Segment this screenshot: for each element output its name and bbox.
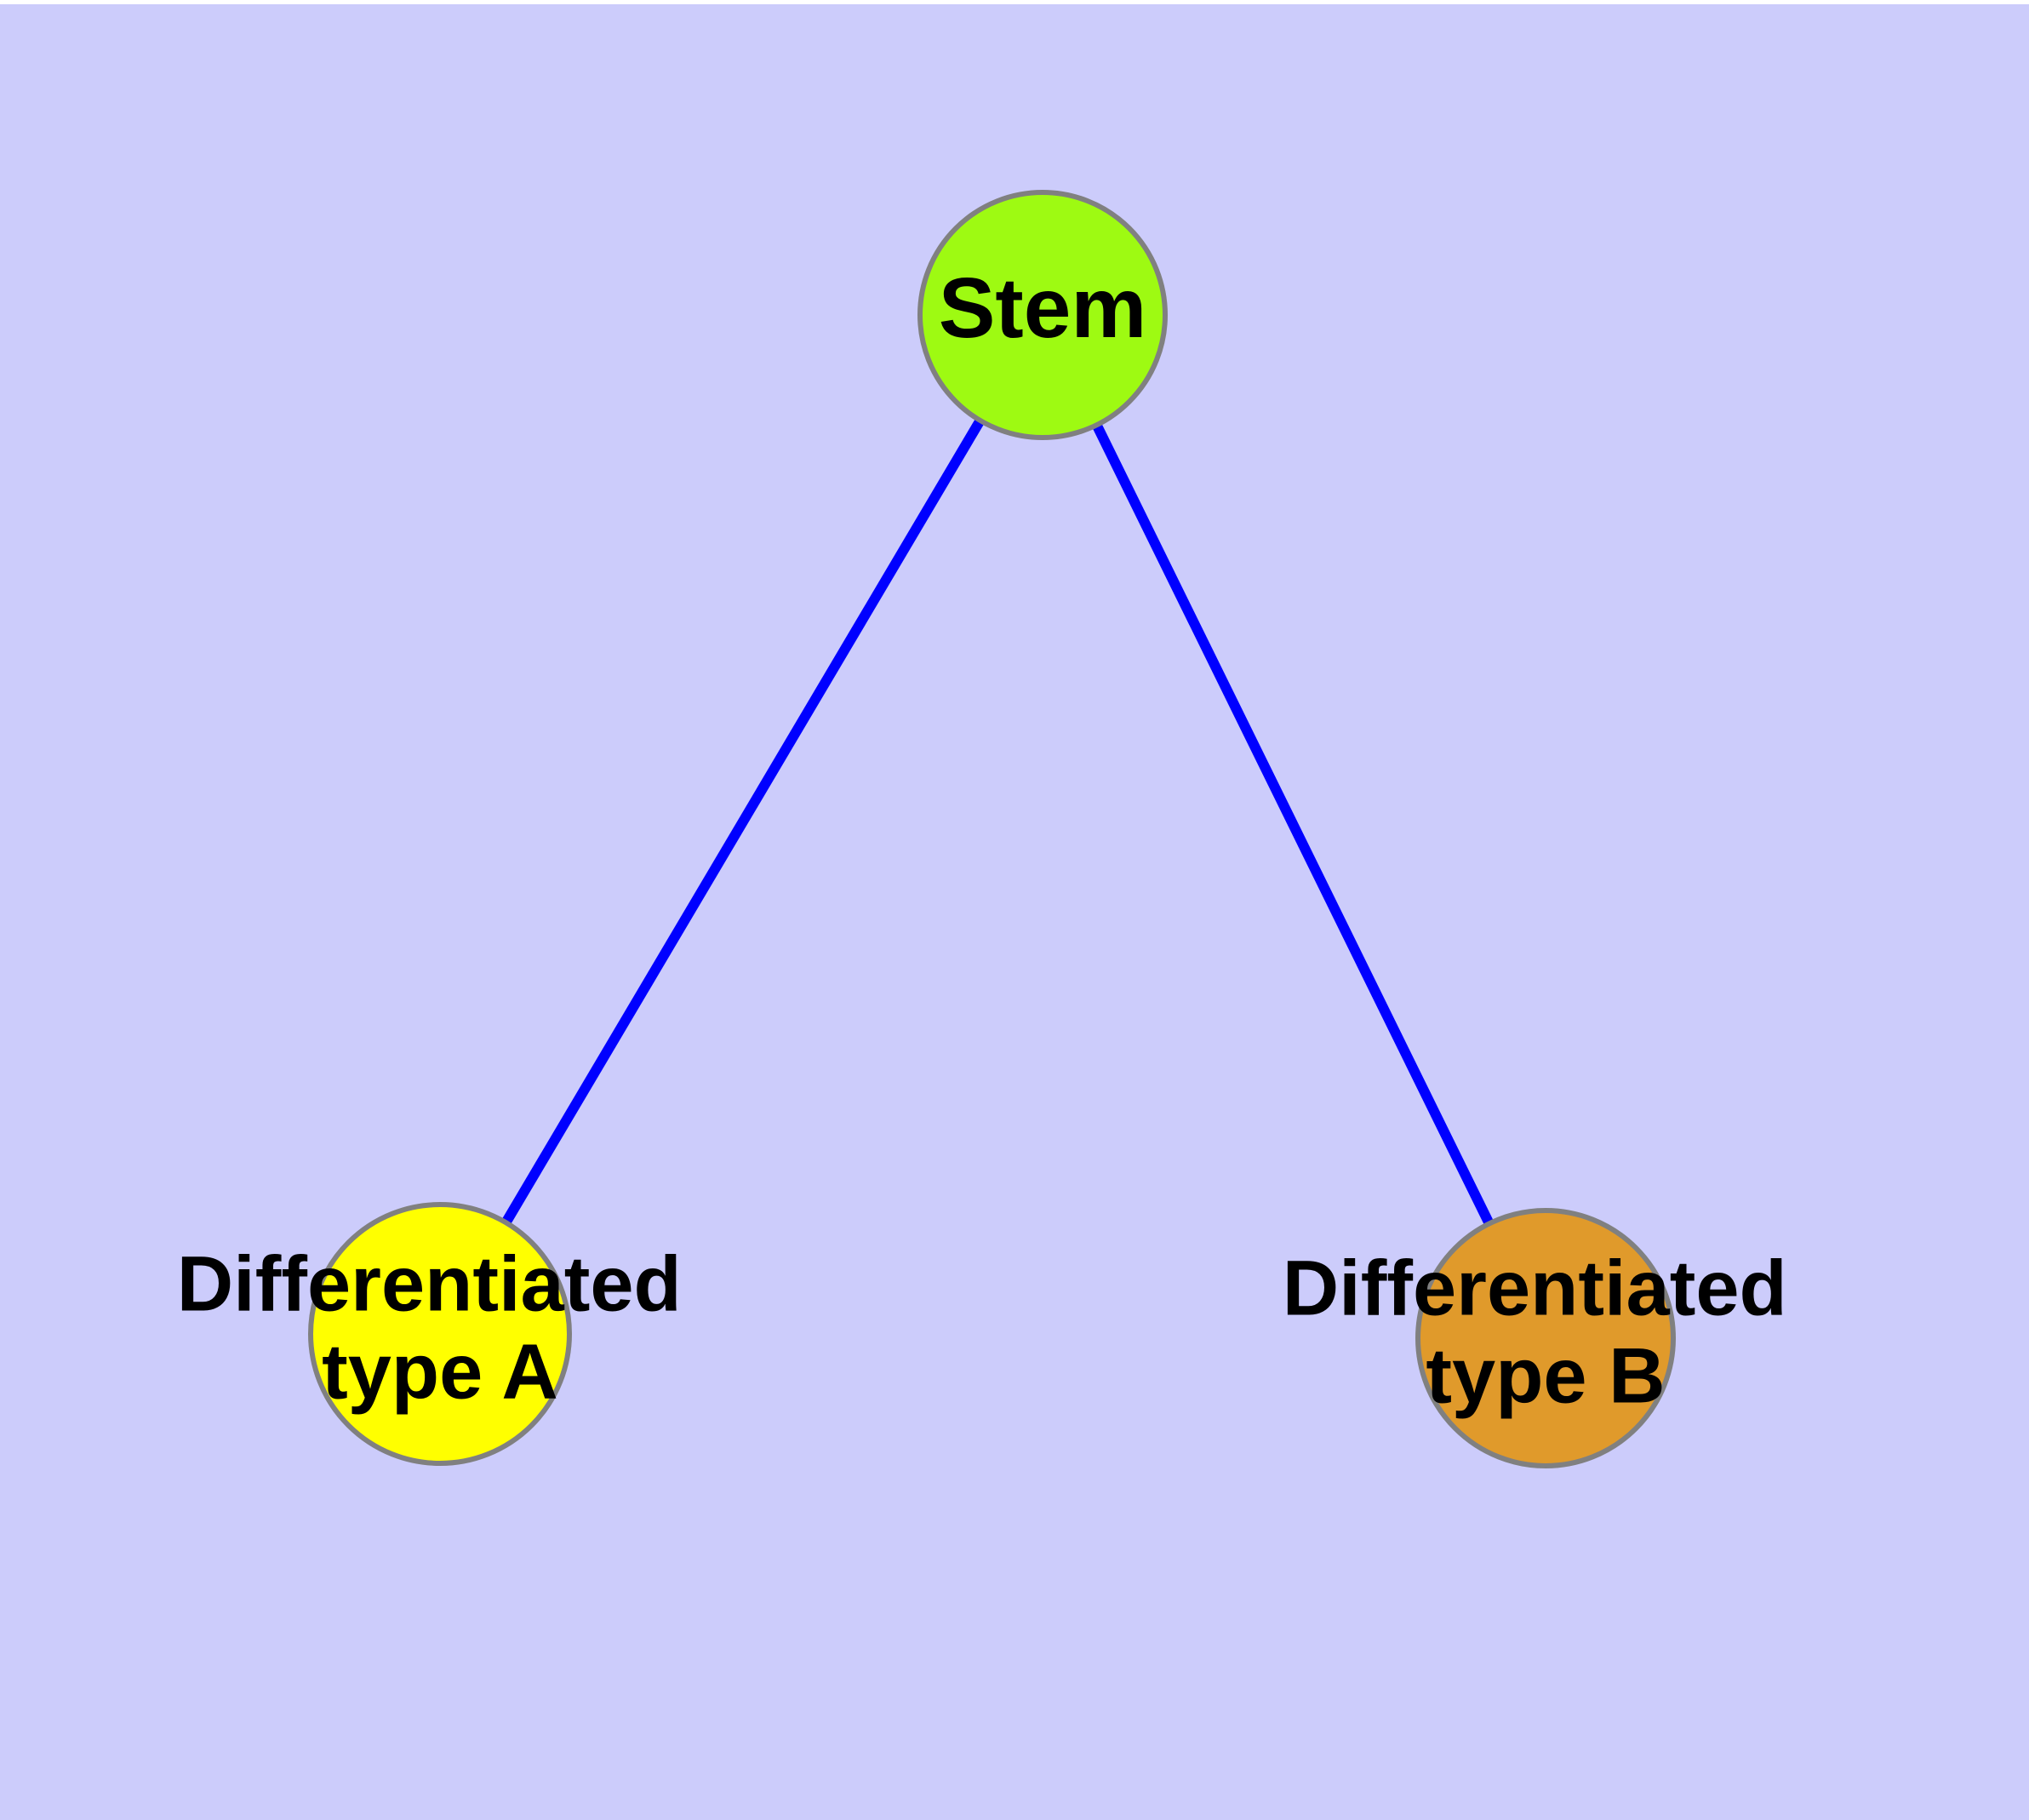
node-differentiated-type-b-circle[interactable] (1415, 1208, 1676, 1468)
edge-stem-to-differentiated-type-b (1037, 312, 1551, 1341)
node-stem[interactable]: Stem (917, 190, 1168, 440)
nodes-layer: Stem Differentiated type A Differentiate… (177, 190, 1809, 1468)
edge-stem-to-differentiated-type-a (435, 312, 1048, 1337)
node-differentiated-type-a-label: Differentiated type A (177, 1241, 704, 1416)
node-differentiated-type-a-label-line-1: Differentiated (177, 1241, 682, 1328)
node-stem-circle[interactable] (917, 190, 1168, 440)
node-differentiated-type-b[interactable]: Differentiated type B (1283, 1208, 1809, 1468)
node-differentiated-type-b-label-line-2: type B (1426, 1333, 1665, 1420)
node-differentiated-type-a-label-line-2: type A (322, 1329, 558, 1416)
node-differentiated-type-b-label: Differentiated type B (1283, 1245, 1809, 1420)
node-stem-label-line-1: Stem (939, 260, 1147, 356)
edges-layer (435, 312, 1551, 1341)
node-differentiated-type-b-label-line-1: Differentiated (1283, 1245, 1787, 1332)
node-differentiated-type-a-circle[interactable] (308, 1202, 572, 1466)
node-differentiated-type-a[interactable]: Differentiated type A (177, 1202, 704, 1466)
node-stem-label: Stem (939, 260, 1147, 356)
